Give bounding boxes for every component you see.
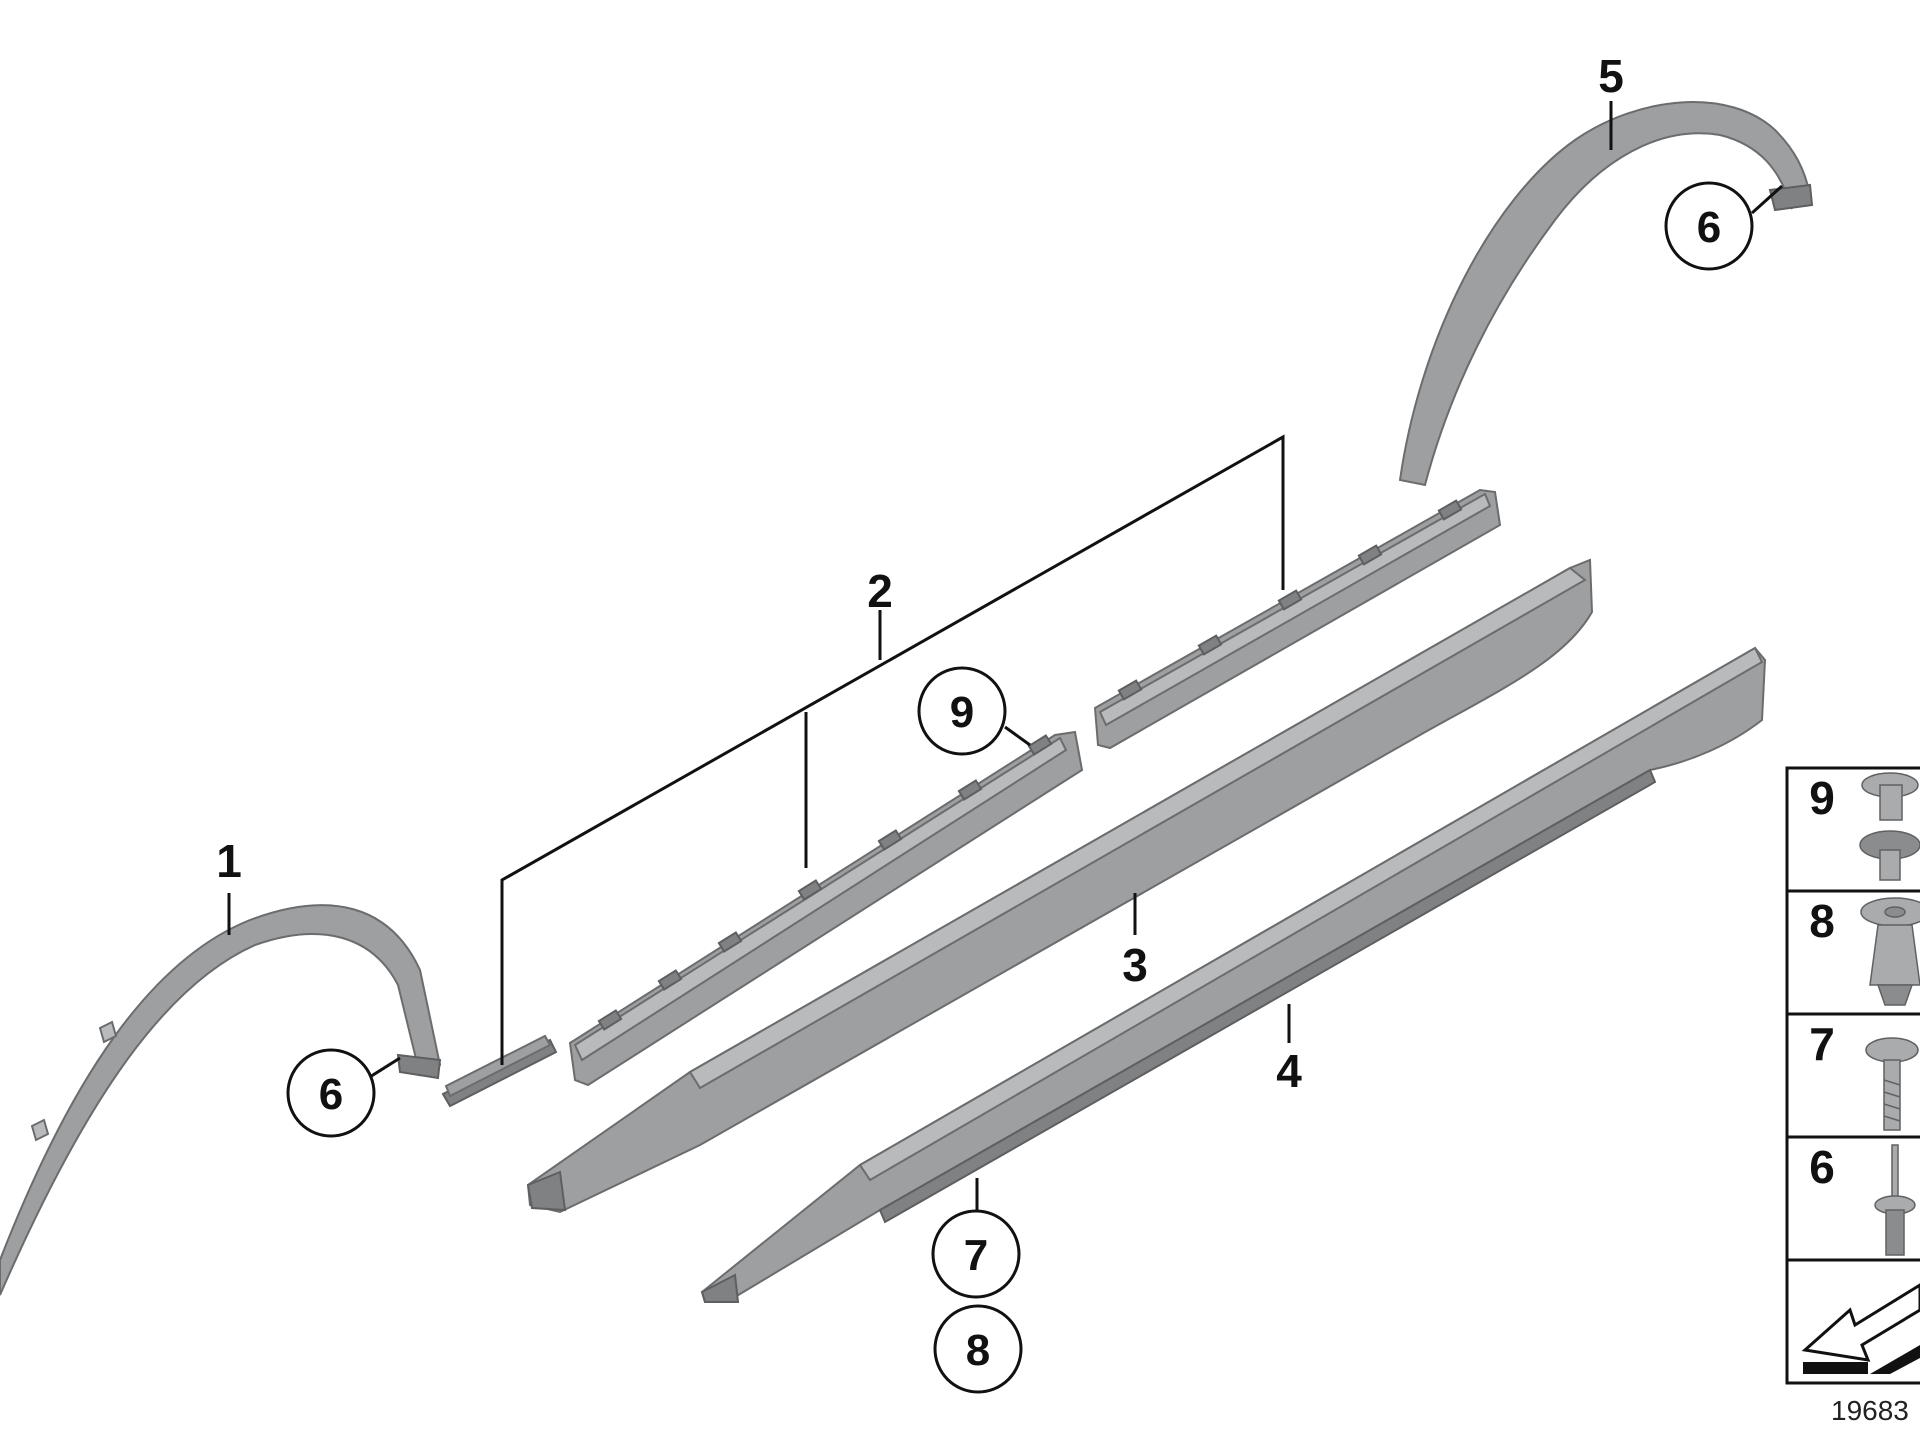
leader-9 <box>1004 725 1031 747</box>
leader-6-right <box>1750 184 1784 215</box>
callout-3: 3 <box>1122 939 1148 991</box>
part-2-mounting-strip-small[interactable] <box>441 1034 558 1108</box>
callout-5: 5 <box>1598 50 1624 102</box>
callout-9: 9 <box>950 688 974 737</box>
callout-1: 1 <box>216 835 242 887</box>
part-2-mounting-strip-front[interactable] <box>568 730 1084 1087</box>
hardware-legend: 9 8 7 6 <box>1785 766 1920 1385</box>
clip-8-icon <box>1860 897 1920 1006</box>
callout-6-right-circle <box>1664 181 1754 271</box>
legend-label-8: 8 <box>1809 895 1835 947</box>
part-5-rear-wheel-arch-trim[interactable] <box>1398 101 1814 487</box>
clip-9-icon <box>1859 772 1920 881</box>
legend-label-6: 6 <box>1809 1141 1835 1193</box>
legend-label-7: 7 <box>1809 1018 1835 1070</box>
screw-7-icon <box>1865 1037 1919 1131</box>
part-2-mounting-strip-rear[interactable] <box>1093 488 1502 750</box>
installation-direction-icon <box>1801 1283 1920 1374</box>
part-4-side-skirt-lower[interactable] <box>700 646 1767 1304</box>
part-3-side-skirt-upper[interactable] <box>526 558 1594 1214</box>
rivet-6-icon <box>1874 1144 1916 1256</box>
callout-6-left: 6 <box>319 1070 343 1119</box>
callout-6-left-circle <box>286 1048 376 1138</box>
callout-9-circle <box>917 666 1007 756</box>
part-1-front-wheel-arch-trim[interactable] <box>0 904 442 1296</box>
callout-8-circle <box>933 1304 1023 1394</box>
callout-2: 2 <box>867 565 893 617</box>
callout-6-right: 6 <box>1697 203 1721 252</box>
diagram-reference-number: 19683 <box>1831 1395 1909 1426</box>
leader-2-bracket <box>500 434 1285 1065</box>
legend-label-9: 9 <box>1809 772 1835 824</box>
callout-7: 7 <box>964 1231 988 1280</box>
callout-8: 8 <box>966 1326 990 1375</box>
callout-7-circle <box>931 1209 1021 1299</box>
callout-4: 4 <box>1276 1045 1302 1097</box>
